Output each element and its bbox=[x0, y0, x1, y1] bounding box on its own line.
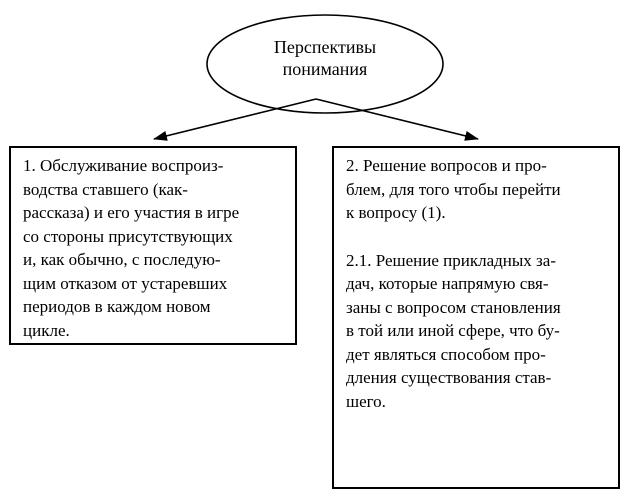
left-box: 1. Обслуживание воспроиз- водства ставше… bbox=[9, 146, 297, 345]
ellipse-title-line2: понимания bbox=[282, 59, 368, 79]
ellipse-title-line1: Перспективы bbox=[273, 37, 377, 57]
right-box-paragraph-2: 2.1. Решение прикладных за- дач, которые… bbox=[346, 250, 561, 411]
arrow-to-right-box bbox=[315, 98, 479, 141]
right-box: 2. Решение вопросов и про- блем, для тог… bbox=[332, 146, 620, 489]
left-box-text: 1. Обслуживание воспроиз- водства ставше… bbox=[23, 156, 240, 340]
ellipse-title: Перспективы понимания bbox=[205, 36, 445, 80]
arrow-to-left-box bbox=[153, 98, 317, 141]
right-box-paragraph-1: 2. Решение вопросов и про- блем, для тог… bbox=[346, 156, 561, 222]
perspectives-ellipse bbox=[206, 14, 444, 114]
